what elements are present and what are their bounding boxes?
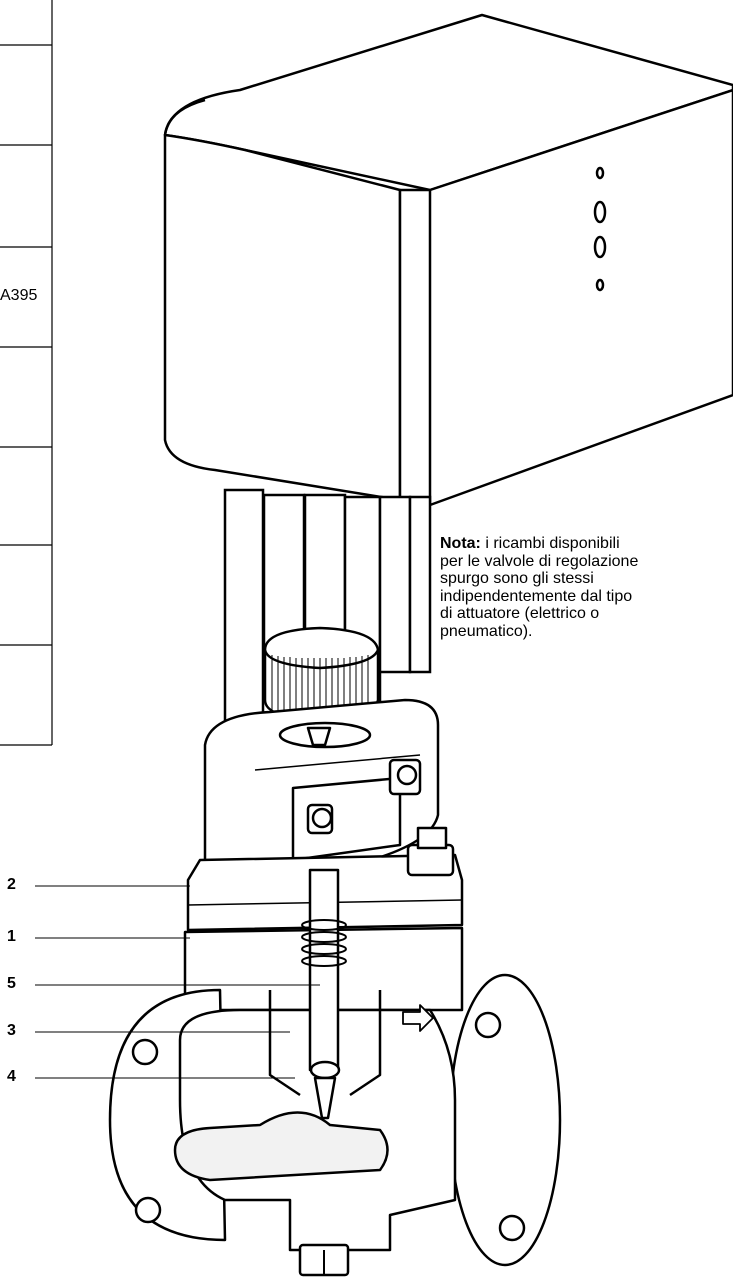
- note-line: spurgo sono gli stessi: [440, 570, 594, 587]
- callout-label: 1: [7, 928, 16, 945]
- indicator-hole-icon: [593, 200, 607, 224]
- note-line: indipendentemente dal tipo: [440, 587, 633, 605]
- hex-bolt-icon: [311, 807, 333, 829]
- indicator-hole-icon: [595, 278, 605, 292]
- note-heading: Nota:: [440, 535, 481, 552]
- indicator-hole-icon: [593, 235, 607, 259]
- valve-body: [108, 826, 562, 1277]
- callout-label: 3: [7, 1022, 16, 1039]
- note-block: Nota: i ricambi disponibili per le valvo…: [440, 535, 733, 640]
- hex-bolt-icon: [396, 764, 418, 786]
- note-line: per le valvole di regolazione: [440, 552, 639, 570]
- note-line: i ricambi disponibili: [485, 535, 620, 552]
- indicator-hole-icon: [595, 166, 605, 180]
- table-cell-text: A395: [0, 287, 38, 304]
- callout-label: 2: [7, 876, 16, 893]
- spare-parts-table-fragment: [0, 0, 53, 746]
- yoke-bracket: [203, 698, 440, 882]
- knurled-nut: [263, 626, 380, 722]
- note-line: di attuatore (elettrico o: [440, 605, 600, 622]
- callout-label: 4: [7, 1068, 16, 1085]
- callout-leaders: [35, 885, 320, 1079]
- table-cell-fragment: A395: [0, 287, 37, 305]
- actuator-housing: [163, 13, 733, 507]
- note-line: pneumatico).: [440, 622, 533, 640]
- callout-label: 5: [7, 975, 16, 992]
